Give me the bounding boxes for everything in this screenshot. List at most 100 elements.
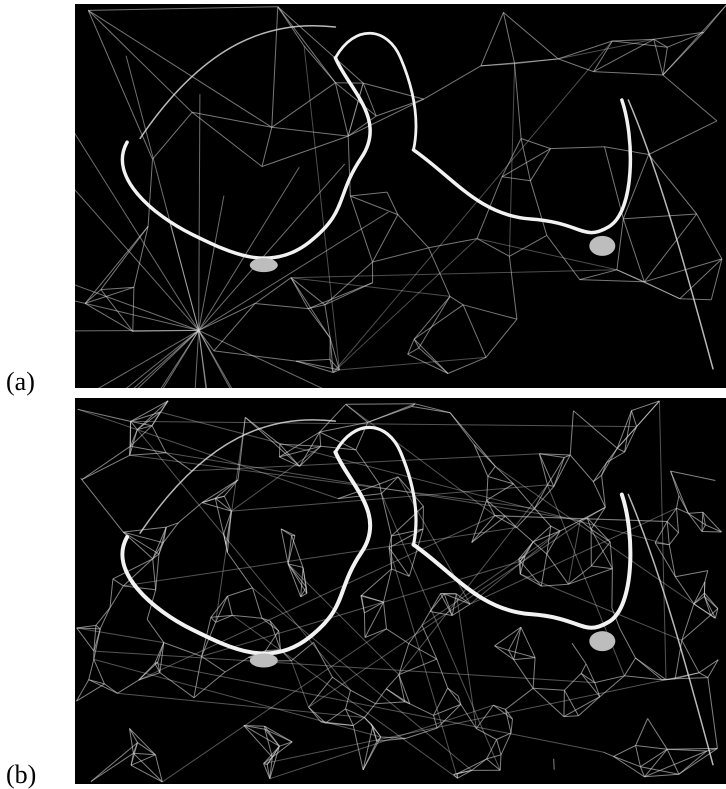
mesh-edge xyxy=(587,507,605,518)
mesh-edge xyxy=(551,526,560,531)
outline-curve-left xyxy=(140,26,335,139)
mesh-edge xyxy=(309,707,326,723)
mesh-edge xyxy=(470,508,676,604)
mesh-edge xyxy=(82,455,130,479)
mesh-edge xyxy=(570,455,593,482)
mesh-edge xyxy=(591,566,612,569)
mesh-edge xyxy=(133,753,155,755)
mesh-edge xyxy=(667,522,669,545)
mesh-edge xyxy=(362,595,365,613)
mesh-edge xyxy=(77,684,105,701)
mesh-edge xyxy=(91,753,133,781)
mesh-edge xyxy=(228,596,233,615)
mesh-edge xyxy=(591,542,610,566)
mesh-edge xyxy=(521,627,535,657)
mesh-edge xyxy=(278,7,363,83)
mesh-edge xyxy=(361,569,392,596)
mesh-edge xyxy=(521,139,530,181)
mesh-edge xyxy=(645,749,668,777)
mesh-edge xyxy=(702,512,703,531)
mesh-edge xyxy=(410,704,434,716)
mesh-edge xyxy=(662,679,675,680)
mesh-edge xyxy=(194,656,202,697)
mesh-edge xyxy=(113,579,124,586)
mesh-edge xyxy=(533,688,564,690)
mesh-edge xyxy=(364,613,365,638)
mesh-edge xyxy=(88,10,192,112)
mesh-edge xyxy=(458,759,487,774)
mesh-edge xyxy=(520,561,541,586)
mesh-edge xyxy=(82,446,131,479)
mesh-edge xyxy=(699,673,708,678)
mesh-edge xyxy=(333,41,612,373)
mesh-edge xyxy=(680,299,712,300)
mesh-edge xyxy=(533,658,535,689)
mesh-edge xyxy=(113,559,153,579)
mesh-edge xyxy=(502,177,530,181)
mesh-edge xyxy=(581,673,600,696)
mesh-edge xyxy=(456,594,476,729)
mesh-edge xyxy=(564,690,565,716)
mesh-edge xyxy=(474,445,495,467)
mesh-edge xyxy=(605,147,649,155)
bone-blob-left xyxy=(250,258,278,272)
mesh-edge xyxy=(272,83,336,128)
mesh-edge xyxy=(614,746,636,757)
mesh-edge xyxy=(517,528,533,542)
mesh-edge xyxy=(679,751,707,774)
mesh-edge xyxy=(486,319,517,357)
mesh-edge xyxy=(514,660,533,689)
mesh-edge xyxy=(667,749,707,751)
mesh-edge xyxy=(333,239,477,373)
mesh-edge xyxy=(371,724,377,741)
mesh-edge xyxy=(304,46,335,83)
mesh-edge xyxy=(520,574,682,640)
mesh-edge xyxy=(82,480,123,532)
bone-blob-right xyxy=(589,236,615,256)
mesh-edge xyxy=(214,351,296,361)
mesh-edge xyxy=(326,709,346,723)
mesh-edge xyxy=(472,759,487,771)
mesh-edge xyxy=(309,677,333,707)
mesh-edge xyxy=(348,99,424,136)
mesh-edge xyxy=(398,477,470,604)
mesh-edge xyxy=(202,561,521,656)
mesh-edge xyxy=(147,619,164,642)
mesh-edge xyxy=(399,485,548,675)
mesh-edge xyxy=(495,646,514,660)
mesh-edge xyxy=(477,239,509,257)
mesh-edge xyxy=(548,485,625,676)
mesh-edge xyxy=(339,357,486,370)
mesh-svg-dense xyxy=(75,398,726,784)
mesh-edge xyxy=(363,83,424,99)
mesh-edge xyxy=(296,361,333,372)
mesh-edge xyxy=(487,477,488,501)
mesh-edge xyxy=(511,719,513,733)
mesh-edge xyxy=(705,525,721,532)
mesh-edge xyxy=(291,278,325,305)
mesh-edge xyxy=(118,680,139,693)
mesh-edge xyxy=(568,566,591,584)
mesh-edge xyxy=(304,46,339,370)
mesh-edge xyxy=(463,305,486,358)
mesh-edge xyxy=(153,112,193,159)
mesh-edge xyxy=(373,215,398,262)
mesh-edge xyxy=(554,759,555,770)
mesh-edge xyxy=(617,270,644,282)
mesh-edge xyxy=(711,259,722,300)
mesh-edge xyxy=(476,705,493,728)
mesh-edge xyxy=(77,628,94,651)
mesh-edge xyxy=(663,75,717,121)
mesh-edge xyxy=(501,733,511,755)
mesh-edge xyxy=(348,116,376,136)
panel-a-label: (a) xyxy=(6,369,35,395)
mesh-edge xyxy=(509,627,521,650)
mesh-edge xyxy=(640,767,679,775)
mesh-edge xyxy=(694,604,711,615)
mesh-edge xyxy=(450,296,463,304)
mesh-edge xyxy=(211,617,216,622)
mesh-edge xyxy=(255,278,291,304)
mesh-edge xyxy=(497,740,501,755)
mesh-edge xyxy=(384,569,392,602)
mesh-edge xyxy=(255,304,308,309)
